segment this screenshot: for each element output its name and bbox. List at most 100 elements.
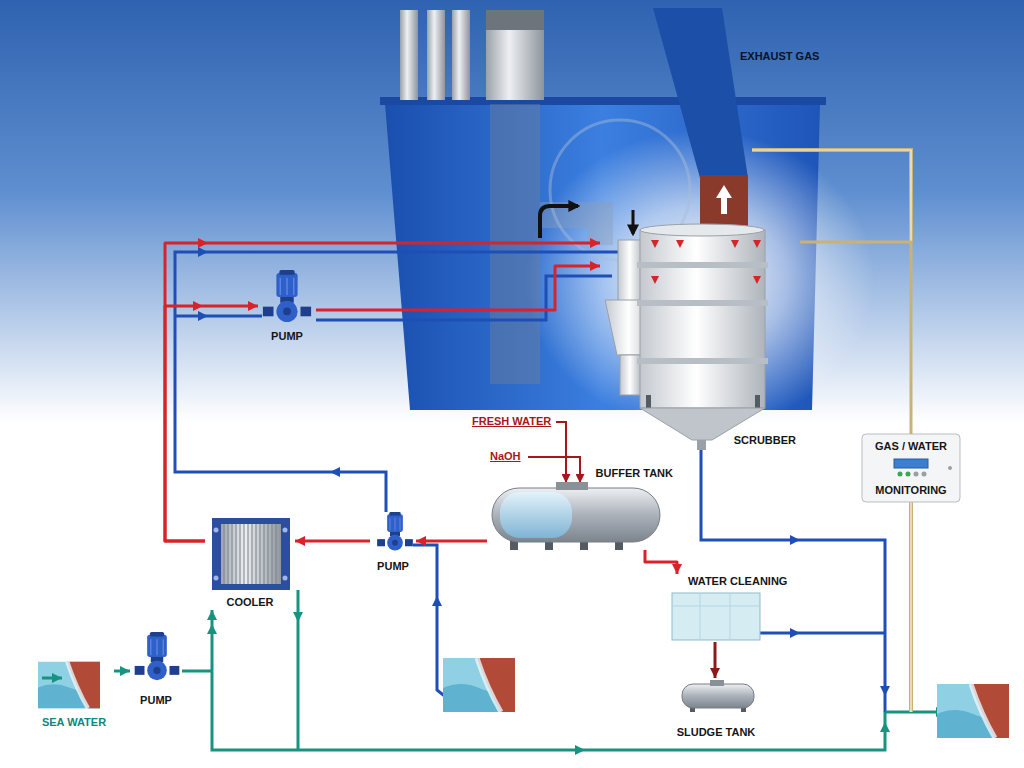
input-label: NaOH <box>490 450 521 463</box>
scrubber-tower <box>753 276 761 284</box>
pipe-connector <box>316 266 600 310</box>
signal-line <box>909 502 913 712</box>
cooler-symbol <box>212 518 290 590</box>
monitoring-panel-symbol <box>862 434 960 502</box>
cooler-symbol <box>212 518 221 590</box>
sea-chest-picture <box>42 677 62 680</box>
funnel-casing <box>540 206 578 238</box>
water-cleaning-symbol <box>672 593 760 640</box>
blue-pipework <box>175 252 885 712</box>
node-label: WATER CLEANING <box>688 575 787 588</box>
sea-water-pipework <box>297 590 300 750</box>
sea-water-pipework <box>298 606 299 622</box>
cooler-symbol <box>214 576 219 581</box>
scrubber-tower <box>640 224 764 236</box>
blue-pipework <box>190 252 208 253</box>
scrubber-tower <box>640 230 765 408</box>
funnel-casing <box>380 97 875 430</box>
sea-chest-picture <box>937 684 1009 738</box>
exhaust-stacks <box>716 185 732 214</box>
monitoring-panel-symbol <box>898 472 903 477</box>
cooler-symbol <box>283 528 288 533</box>
callout-label: EXHAUST GAS <box>740 50 819 63</box>
sludge-tank: SLUDGE TANK <box>668 678 764 740</box>
pump: PUMP <box>370 512 416 574</box>
monitoring-panel-symbol <box>948 466 952 470</box>
cooler-symbol <box>214 528 219 533</box>
pump: PUMP <box>130 632 182 708</box>
node-label: SEA WATER <box>42 716 106 729</box>
node-label: COOLER <box>226 596 273 609</box>
sludge-tank-symbol <box>682 684 754 708</box>
cooler-symbol <box>212 584 290 590</box>
sea-water-pipework <box>885 711 946 714</box>
scrubber-tower <box>651 240 659 248</box>
signal-line <box>910 502 911 712</box>
buffer-tank-symbol <box>492 488 660 542</box>
scrubber-tower <box>637 358 768 364</box>
signal-line <box>752 150 911 712</box>
pump-symbols <box>135 632 180 680</box>
monitoring-panel-symbol <box>922 472 927 477</box>
pipe-connector <box>295 540 370 543</box>
blue-pipework <box>190 316 208 317</box>
blue-pipework <box>330 472 345 473</box>
node-label: BUFFER TANK <box>596 467 673 480</box>
pump: PUMP <box>258 270 316 344</box>
blue-pipework <box>885 680 886 696</box>
dosing-arrows <box>528 457 580 483</box>
funnel-casing <box>632 210 635 234</box>
sea-chest-picture <box>443 658 515 712</box>
signal-line <box>752 150 911 242</box>
blue-pipework <box>175 252 640 512</box>
scrubber-tower <box>605 224 768 450</box>
scrubber-tower <box>651 276 659 284</box>
water-cleaning-symbol <box>672 593 760 640</box>
sea-water-inlet: SEA WATER <box>34 656 114 730</box>
blue-pipework <box>316 276 612 320</box>
monitoring-panel-symbol <box>894 459 928 468</box>
water-cleaning-unit: WATER CLEANING <box>668 574 805 642</box>
cooler-symbol <box>281 518 290 590</box>
blue-pipework <box>780 633 800 634</box>
signal-line <box>752 150 911 242</box>
pump-symbols <box>135 270 413 680</box>
input-label: FRESH WATER <box>472 415 551 428</box>
pipe-connector <box>114 670 130 673</box>
exhaust-stacks <box>427 10 445 100</box>
funnel-casing <box>380 97 826 105</box>
buffer-tank-symbol <box>500 492 572 538</box>
pipe-connector <box>182 610 212 671</box>
input-label: NaOH <box>490 450 521 463</box>
dosing-arrows <box>528 422 580 483</box>
exhaust-stacks <box>653 8 748 178</box>
monitoring-panel-symbol <box>906 472 911 477</box>
scrubber-tower <box>697 440 706 450</box>
red-pipe-arrows <box>185 243 208 306</box>
monitoring-panel-symbol <box>862 434 960 502</box>
input-label: FRESH WATER <box>472 415 551 428</box>
buffer-tank: BUFFER TANK <box>487 467 677 550</box>
pipe-connector <box>165 306 258 541</box>
pipe-connector <box>416 540 487 543</box>
scrubber-tower <box>676 240 684 248</box>
pipe-connector <box>714 642 717 678</box>
cooler: COOLER <box>205 516 295 610</box>
pipe-connector <box>165 243 600 541</box>
funnel-casing <box>525 130 875 430</box>
node-label: GAS / WATER <box>875 440 947 453</box>
exhaust-stacks <box>486 10 544 100</box>
scrubber-tower <box>731 240 739 248</box>
blue-pipework <box>760 632 885 635</box>
sea-water-pipework <box>885 722 886 738</box>
node-label: SCRUBBER <box>734 434 796 447</box>
monitoring-panel-symbol <box>914 472 919 477</box>
pump-symbols <box>263 270 311 322</box>
cooler-symbol <box>212 518 290 524</box>
pipe-connector <box>800 242 911 434</box>
exhaust-stacks <box>452 10 470 100</box>
